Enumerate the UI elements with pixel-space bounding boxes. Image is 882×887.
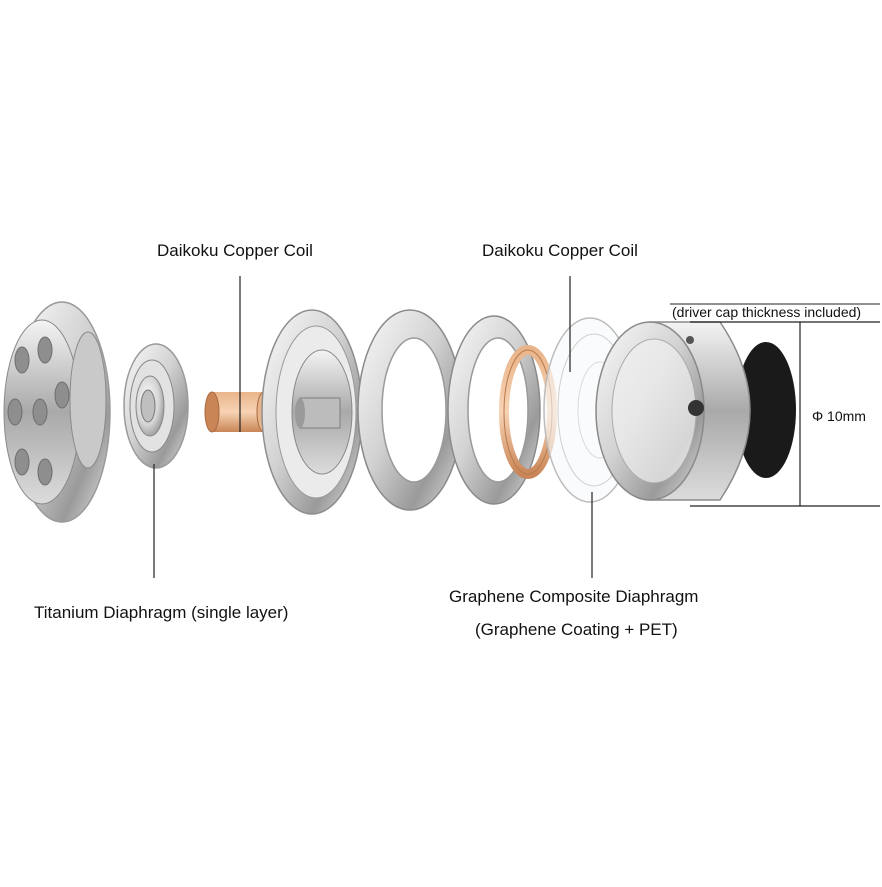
titanium-diaphragm xyxy=(123,343,189,469)
label-graphene-diaphragm: Graphene Composite Diaphragm xyxy=(449,587,699,606)
front-cover-plate xyxy=(3,301,111,523)
label-copper-coil-left: Daikoku Copper Coil xyxy=(157,241,313,260)
label-graphene-composition: (Graphene Coating + PET) xyxy=(475,620,678,639)
label-titanium-diaphragm: Titanium Diaphragm (single layer) xyxy=(34,603,289,622)
spacer-ring-1 xyxy=(357,309,463,511)
magnet-frame xyxy=(261,309,363,515)
label-copper-coil-right: Daikoku Copper Coil xyxy=(482,241,638,260)
label-cap-note: (driver cap thickness included) xyxy=(672,304,862,320)
label-diameter: Φ 10mm xyxy=(812,408,866,424)
copper-coil-left xyxy=(204,391,272,433)
leader-lines xyxy=(153,276,880,578)
driver-cap xyxy=(595,321,796,501)
